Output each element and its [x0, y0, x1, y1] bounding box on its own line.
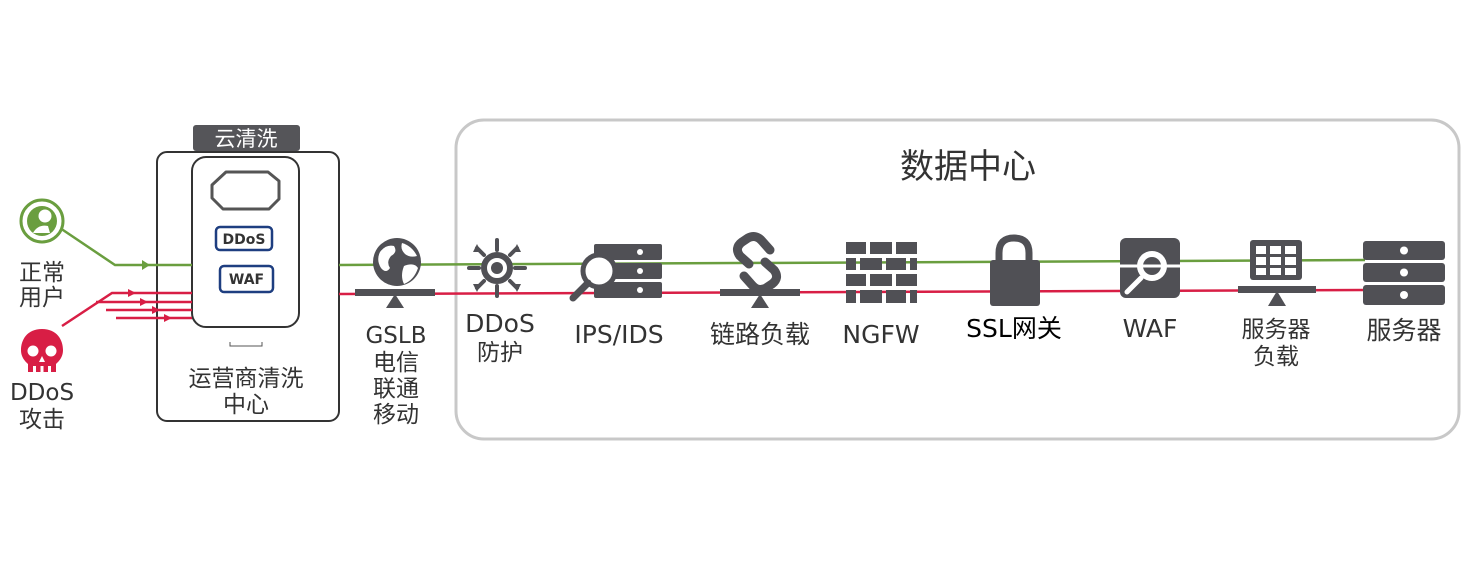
cloud-title-tab: [193, 125, 300, 151]
ngfw-label: NGFW: [842, 320, 919, 349]
datacenter-frame: [454, 118, 1461, 441]
gslb-label-3: 联通: [373, 376, 419, 402]
firewall-icon: [846, 242, 917, 303]
server-label: 服务器: [1366, 316, 1441, 345]
normal-arrow: [142, 260, 150, 270]
ddos-protect-icon: [467, 238, 527, 298]
server-grid-icon: [1250, 240, 1302, 280]
ddos-chip-label: DDoS: [223, 232, 266, 248]
cloud-scrubbing-frame: [156, 151, 340, 422]
operator-center-label-1: 运营商清洗: [189, 366, 304, 392]
waf-shield-icon: [1120, 238, 1180, 298]
waf-label: WAF: [1123, 314, 1178, 343]
balance-base-icon: [720, 289, 800, 308]
cloud-title: 云清洗: [215, 127, 278, 151]
lock-icon: [990, 234, 1040, 306]
server-search-icon: [569, 244, 662, 302]
normal-user-label-1: 正常: [19, 260, 65, 286]
link-lb-label: 链路负载: [710, 320, 810, 349]
waf-chip: [218, 264, 275, 294]
normal-user-label-2: 用户: [19, 285, 65, 311]
skull-icon: [21, 329, 63, 372]
gslb-label-1: GSLB: [365, 323, 426, 349]
ddos-protect-label-1: DDoS: [465, 309, 535, 338]
balance-base-icon: [1238, 286, 1316, 306]
server-lb-label-1: 服务器: [1242, 317, 1311, 343]
ddos-chip: [214, 225, 274, 252]
attack-label-1: DDoS: [10, 380, 74, 406]
datacenter-title: 数据中心: [900, 147, 1036, 187]
globe-icon: [373, 238, 421, 286]
server-icon: [1363, 241, 1445, 305]
attack-arrows: [128, 289, 172, 322]
balance-base-icon: [355, 289, 435, 308]
chain-link-icon: [732, 232, 782, 294]
gslb-label-2: 电信: [373, 350, 419, 376]
server-lb-label-2: 负载: [1253, 344, 1299, 370]
ssl-gateway-label: SSL网关: [966, 314, 1062, 343]
cloud-icon: [210, 170, 281, 211]
panel-bracket: [229, 342, 263, 347]
attack-label-2: 攻击: [19, 407, 65, 433]
ips-ids-label: IPS/IDS: [574, 320, 663, 349]
user-icon: [19, 198, 65, 244]
operator-center-label-2: 中心: [223, 392, 269, 418]
gslb-label-4: 移动: [373, 402, 419, 428]
ddos-protect-label-2: 防护: [477, 340, 523, 366]
waf-chip-label: WAF: [229, 272, 264, 288]
